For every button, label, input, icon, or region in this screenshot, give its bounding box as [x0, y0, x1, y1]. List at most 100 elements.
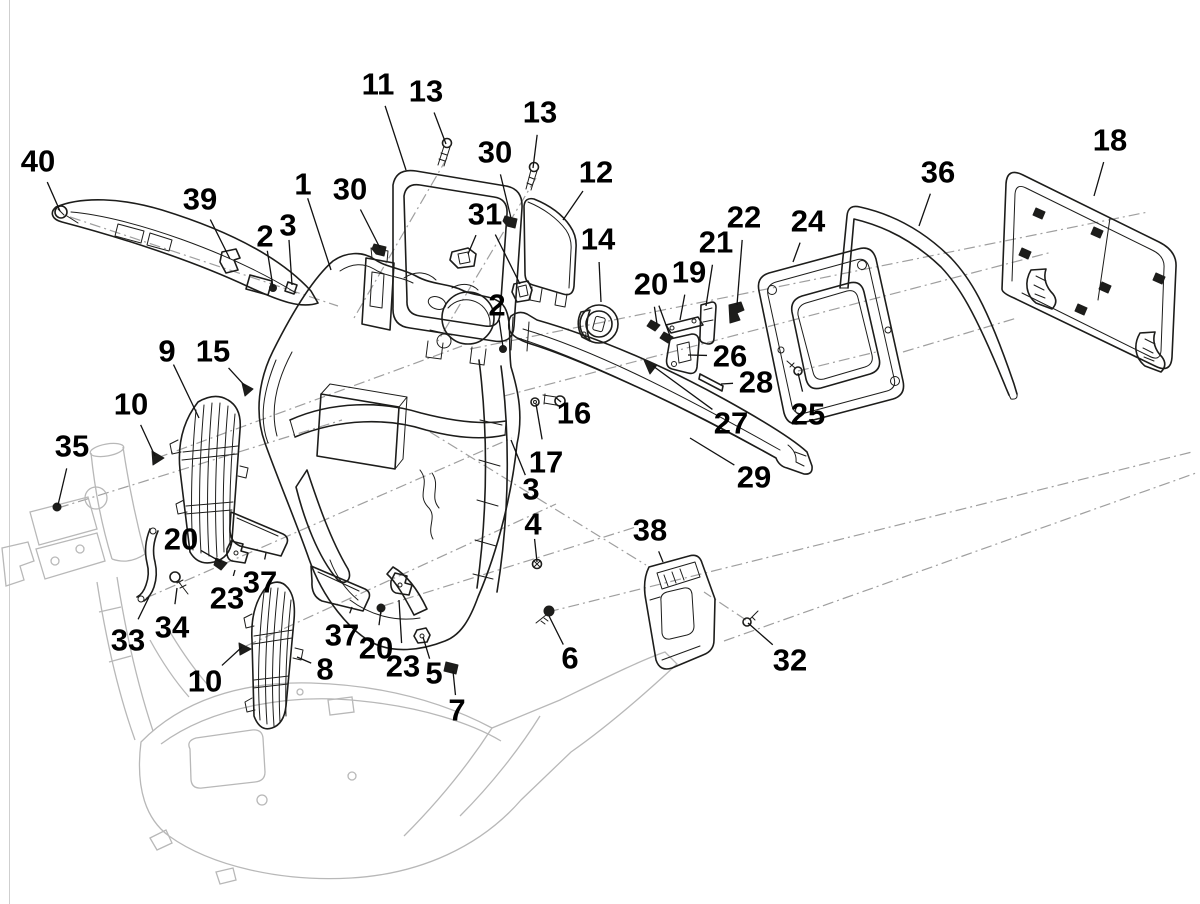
part-flap-37a — [229, 511, 289, 557]
leader-line-35 — [57, 468, 68, 506]
part-label-37b: 37 — [324, 617, 360, 653]
part-label-35: 35 — [54, 428, 90, 464]
part-label-39: 39 — [182, 181, 218, 217]
part-label-23a: 23 — [209, 580, 245, 616]
part-grille-8 — [243, 581, 304, 730]
part-label-18: 18 — [1092, 122, 1128, 158]
leader-line-12 — [562, 190, 584, 221]
part-label-2a: 2 — [256, 218, 274, 254]
part-clip-39 — [219, 248, 273, 296]
leader-line-3b — [510, 439, 526, 476]
parts-art — [51, 137, 1177, 730]
leader-line-2a — [266, 250, 274, 288]
part-label-22: 22 — [726, 199, 762, 235]
leader-line-4 — [533, 538, 538, 563]
leader-line-8 — [296, 656, 312, 664]
leader-line-33 — [137, 596, 150, 620]
part-clip-22 — [728, 301, 745, 324]
part-frame-12 — [523, 197, 577, 308]
part-label-29: 29 — [736, 459, 772, 495]
part-label-20b: 20 — [163, 521, 199, 557]
part-latch-19 — [665, 316, 704, 334]
part-strap-33 — [136, 527, 159, 603]
part-label-33: 33 — [110, 622, 146, 658]
leader-line-25 — [797, 372, 804, 392]
part-label-2b: 2 — [488, 287, 506, 323]
leader-line-16 — [556, 397, 562, 403]
leader-line-10a — [140, 424, 156, 457]
part-clip-31a — [449, 247, 477, 269]
leader-line-40 — [46, 181, 61, 212]
part-label-9: 9 — [158, 333, 176, 369]
leader-line-37a — [264, 552, 267, 560]
part-label-10b: 10 — [187, 663, 223, 699]
leader-line-13b — [532, 134, 538, 169]
construction-line — [503, 251, 1053, 397]
part-rail-29 — [507, 311, 813, 475]
part-nut-5 — [413, 627, 431, 644]
construction-line — [902, 317, 1018, 353]
part-label-10a: 10 — [113, 386, 149, 422]
construction-line — [547, 451, 1193, 613]
part-screw-13b — [525, 161, 540, 191]
part-label-8: 8 — [316, 651, 334, 687]
construction-line — [429, 431, 647, 566]
part-label-1: 1 — [294, 166, 312, 202]
leader-line-30a — [359, 209, 381, 249]
leader-line-39 — [209, 219, 231, 260]
leader-line-20a — [658, 305, 671, 337]
part-label-6: 6 — [561, 640, 579, 676]
construction-line — [723, 472, 1197, 642]
leader-line-20c — [378, 609, 382, 626]
part-washer-17 — [530, 397, 540, 407]
part-bracket-23a — [226, 540, 249, 564]
part-label-34: 34 — [154, 609, 190, 645]
leader-line-17 — [535, 403, 543, 440]
leader-line-6 — [548, 615, 564, 645]
leader-line-15 — [228, 367, 247, 388]
leader-line-7 — [452, 670, 457, 696]
part-seal-36 — [839, 205, 1018, 400]
construction-line — [69, 216, 339, 307]
leader-line-14 — [598, 261, 602, 303]
construction-line — [437, 177, 537, 342]
part-label-12: 12 — [578, 154, 614, 190]
part-label-37a: 37 — [242, 564, 278, 600]
leader-line-1 — [307, 198, 332, 271]
part-label-14: 14 — [580, 221, 616, 257]
part-label-24: 24 — [790, 203, 826, 239]
leader-line-30b — [499, 174, 512, 219]
part-label-11: 11 — [361, 66, 395, 102]
part-screw-16 — [542, 393, 566, 407]
construction-lines — [57, 157, 1197, 647]
construction-line — [145, 437, 513, 599]
part-clip-31b — [511, 280, 533, 303]
leader-line-22 — [736, 239, 743, 306]
leader-line-13a — [433, 112, 447, 145]
part-striker-26 — [665, 333, 700, 375]
part-label-3a: 3 — [279, 207, 297, 243]
leader-line-29 — [689, 437, 735, 466]
leader-line-10b — [221, 646, 243, 666]
leader-line-27 — [652, 365, 713, 410]
leader-line-18 — [1093, 161, 1105, 197]
part-body-1 — [258, 247, 521, 651]
part-bracket-21 — [699, 301, 717, 345]
part-screw-20b — [213, 557, 228, 571]
part-label-21: 21 — [698, 224, 734, 260]
leader-line-34 — [174, 587, 178, 605]
part-label-31: 31 — [467, 196, 503, 232]
leader-line-19 — [679, 294, 686, 321]
construction-line — [156, 345, 463, 459]
leader-line-36 — [918, 193, 931, 227]
chassis-frame-art — [1, 442, 678, 885]
leader-line-37b — [349, 606, 353, 614]
part-clip-30b — [502, 215, 518, 229]
part-label-5: 5 — [425, 655, 443, 691]
part-label-4: 4 — [524, 506, 542, 542]
leader-line-9 — [172, 364, 200, 419]
part-label-27: 27 — [713, 405, 749, 441]
leader-line-2b — [498, 319, 504, 348]
part-label-7: 7 — [448, 692, 466, 728]
